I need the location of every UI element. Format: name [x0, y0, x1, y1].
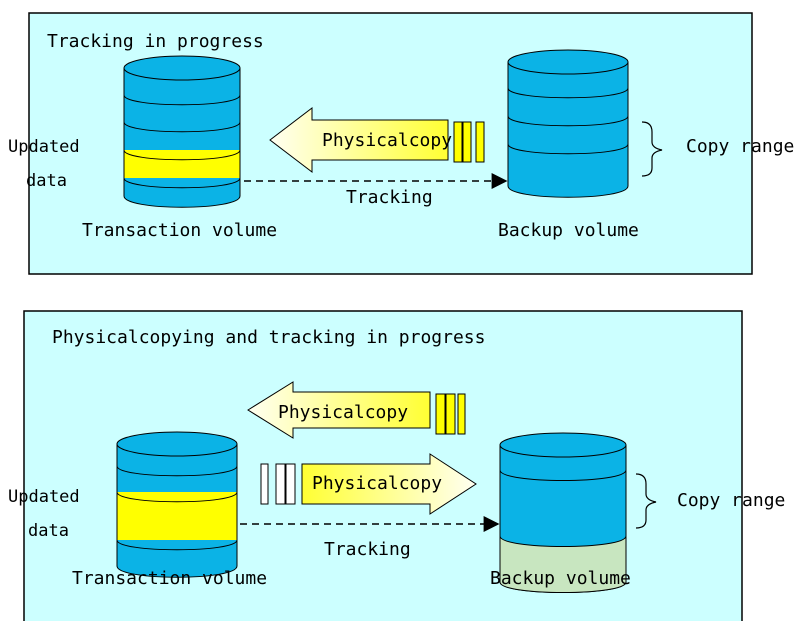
left-copy-block-3	[457, 393, 466, 435]
tracking-label: Tracking	[346, 187, 433, 208]
physical-copy-label: Physicalcopy	[322, 130, 452, 151]
copy-block-1	[453, 121, 463, 163]
physical-copy-left-label: Physicalcopy	[278, 402, 408, 423]
left-copy-block-2	[445, 393, 456, 435]
backup-volume-disk	[507, 49, 629, 198]
right-copy-block-2	[275, 463, 286, 505]
copy-range-label: Copy range	[686, 136, 794, 157]
updated-data-bottom-line2: data	[28, 521, 69, 541]
transaction-volume-bottom-label: Transaction volume	[72, 568, 267, 589]
transaction-volume-disk-bottom	[116, 431, 238, 578]
transaction-volume-label: Transaction volume	[82, 220, 277, 241]
panel-tracking: Tracking in progress Updated data Transa…	[8, 12, 794, 275]
tracking-bottom-label: Tracking	[324, 539, 411, 560]
right-copy-block-3	[285, 463, 296, 505]
copy-block-3	[475, 121, 485, 163]
physical-copy-arrow	[269, 106, 449, 174]
backup-volume-label: Backup volume	[498, 220, 639, 241]
transaction-volume-disk	[123, 55, 241, 208]
backup-volume-disk-bottom	[499, 432, 627, 593]
copy-range-brace	[641, 121, 663, 177]
physical-copy-right-arrow	[301, 453, 477, 515]
copy-block-2	[462, 121, 472, 163]
left-copy-block-1	[435, 393, 446, 435]
backup-volume-bottom-label: Backup volume	[490, 568, 631, 589]
right-copy-block-1	[260, 463, 269, 505]
panel-copying-tracking: Physicalcopying and tracking in progress…	[8, 310, 785, 621]
physical-copy-right-label: Physicalcopy	[312, 473, 442, 494]
updated-data-label-line2: data	[26, 171, 67, 191]
panel-tracking-title: Tracking in progress	[47, 31, 264, 52]
copy-range-bottom-label: Copy range	[677, 490, 785, 511]
copy-range-brace-bottom	[635, 473, 657, 529]
physical-copy-left-arrow	[247, 381, 431, 439]
updated-data-label-line1: Updated	[8, 137, 80, 157]
panel-copying-tracking-title: Physicalcopying and tracking in progress	[52, 327, 485, 348]
updated-data-bottom-line1: Updated	[8, 487, 80, 507]
